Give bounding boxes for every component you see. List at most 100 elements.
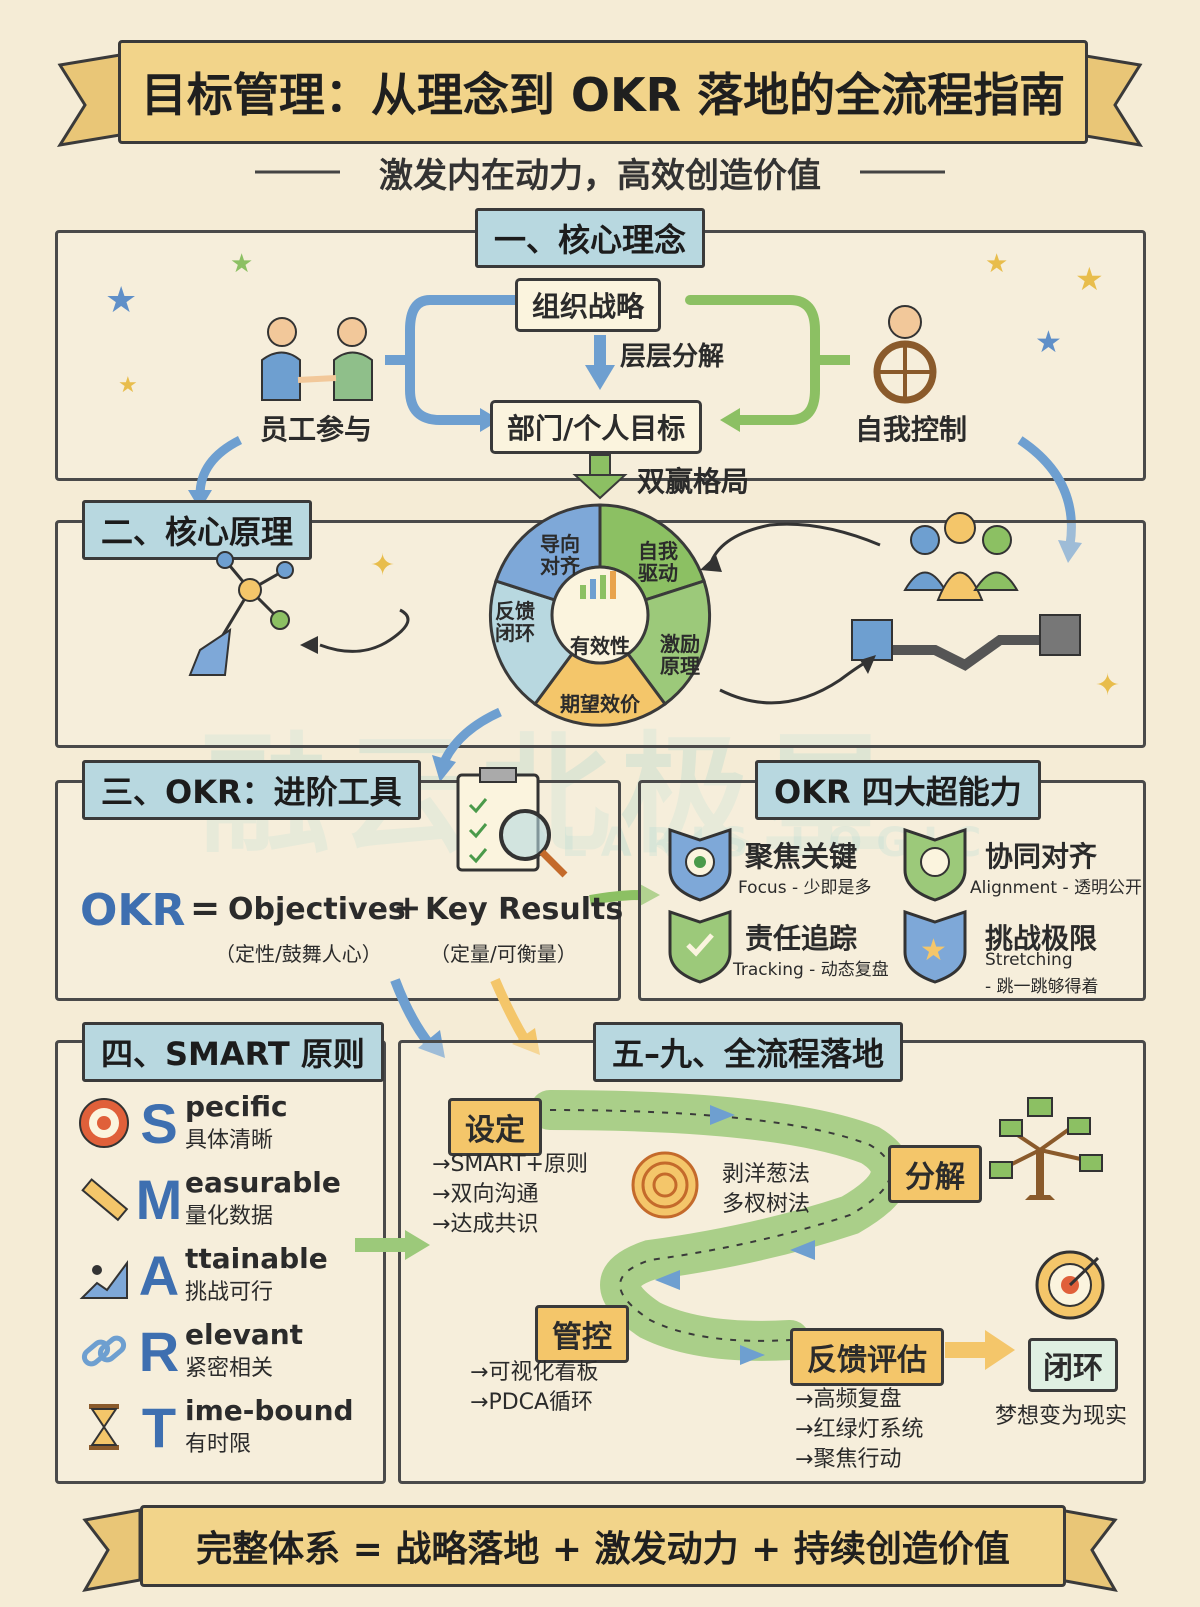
- bullseye-icon: [1035, 1250, 1105, 1320]
- objectives-note: （定性/鼓舞人心）: [215, 942, 382, 966]
- svg-text:★: ★: [1075, 260, 1104, 298]
- smart-letter-a: A: [138, 1243, 180, 1307]
- step-control: 管控: [535, 1305, 629, 1363]
- key-results-note: （定量/可衡量）: [430, 942, 577, 966]
- hourglass-icon: [75, 1398, 133, 1456]
- stretching-star-icon: ★: [903, 909, 967, 984]
- power-stretching-sub: Stretching: [985, 950, 1073, 970]
- power-alignment-title: 协同对齐: [985, 840, 1098, 873]
- smart-letter-t: T: [141, 1395, 177, 1459]
- smart-row-m: M easurable 量化数据: [75, 1161, 375, 1237]
- power-stretching-title: 挑战极限: [985, 922, 1098, 955]
- feedback-item: →高频复盘: [795, 1387, 902, 1412]
- control-item: →PDCA循环: [470, 1390, 594, 1415]
- section-title-process: 五–九、全流程落地: [593, 1022, 904, 1082]
- steering-wheel-icon: [873, 305, 937, 404]
- chain-link-icon: [75, 1322, 133, 1380]
- smart-word-t: ime-bound: [185, 1394, 354, 1428]
- smart-row-r: R elevant 紧密相关: [75, 1313, 375, 1389]
- page-title: 目标管理：从理念到 OKR 落地的全流程指南: [118, 40, 1088, 144]
- smart-letter-s: S: [140, 1091, 178, 1155]
- power-alignment-sub: Alignment - 透明公开: [970, 878, 1143, 898]
- dept-goal-box: 部门/个人目标: [490, 400, 703, 454]
- method-tree: 多杈树法: [722, 1192, 811, 1217]
- step-decompose: 分解: [888, 1145, 982, 1203]
- decompose-label: 层层分解: [620, 342, 725, 372]
- smart-word-m: easurable: [185, 1166, 341, 1200]
- target-icon: [75, 1094, 133, 1152]
- smart-cn-m: 量化数据: [185, 1203, 274, 1229]
- smart-cn-a: 挑战可行: [185, 1279, 274, 1305]
- page-subtitle: 激发内在动力，高效创造价值: [379, 156, 821, 196]
- set-item: →达成共识: [432, 1212, 539, 1237]
- segment-expectancy: 期望效价: [560, 692, 640, 716]
- svg-text:✦: ✦: [370, 548, 395, 583]
- okr-key-results: Key Results: [425, 892, 624, 927]
- smart-list: S pecific 具体清晰 M easurable 量化数据 A ttaina…: [75, 1085, 375, 1465]
- smart-row-t: T ime-bound 有时限: [75, 1389, 375, 1465]
- svg-text:★: ★: [105, 280, 137, 321]
- smart-letter-r: R: [138, 1319, 180, 1383]
- section-title-okr-powers: OKR 四大超能力: [755, 760, 1041, 820]
- tree-diagram-icon: [989, 1097, 1103, 1200]
- smart-word-r: elevant: [185, 1318, 304, 1352]
- power-stretching-sub2: - 跳一跳够得着: [985, 977, 1099, 997]
- segment-feedback-loop: 反馈 闭环: [495, 599, 535, 645]
- decompose-methods: 剥洋葱法 多杈树法: [722, 1160, 810, 1220]
- closed-loop-note: 梦想变为现实: [995, 1404, 1128, 1429]
- set-item: →双向沟通: [432, 1182, 539, 1207]
- alignment-people-icon: [903, 827, 967, 902]
- power-tracking-title: 责任追踪: [745, 922, 858, 955]
- team-handshake-icon: [851, 512, 1081, 671]
- power-focus-title: 聚焦关键: [745, 840, 858, 873]
- win-win-label: 双赢格局: [637, 465, 750, 498]
- footer-summary: 完整体系 = 战略落地 + 激发动力 + 持续创造价值: [140, 1505, 1066, 1587]
- tracking-check-icon: [668, 909, 732, 984]
- svg-text:★: ★: [230, 249, 253, 279]
- okr-acronym: OKR: [80, 885, 186, 936]
- power-focus-sub: Focus - 少即是多: [738, 878, 872, 898]
- control-items: →可视化看板 →PDCA循环: [470, 1358, 598, 1418]
- segment-self-drive: 自我 驱动: [638, 539, 678, 585]
- step-set: 设定: [448, 1098, 542, 1156]
- climber-icon: [75, 1246, 133, 1304]
- svg-text:★: ★: [985, 249, 1008, 279]
- set-item: →SMART+原则: [432, 1152, 588, 1177]
- wheel-center-effectiveness: 有效性: [570, 634, 630, 658]
- employee-participation-label: 员工参与: [260, 413, 373, 446]
- svg-text:★: ★: [920, 933, 947, 968]
- self-control-label: 自我控制: [855, 413, 968, 446]
- feedback-item: →聚焦行动: [795, 1447, 902, 1472]
- feedback-item: →红绿灯系统: [795, 1417, 924, 1442]
- network-icon: [188, 551, 294, 676]
- smart-letter-m: M: [135, 1167, 183, 1231]
- okr-equals: =: [190, 888, 221, 929]
- smart-cn-s: 具体清晰: [185, 1127, 274, 1153]
- step-feedback: 反馈评估: [790, 1328, 944, 1386]
- step-closed-loop: 闭环: [1028, 1338, 1118, 1392]
- smart-cn-r: 紧密相关: [185, 1355, 274, 1381]
- focus-target-icon: [668, 827, 732, 902]
- control-item: →可视化看板: [470, 1360, 599, 1385]
- section-title-smart: 四、SMART 原则: [82, 1022, 384, 1082]
- power-tracking-sub: Tracking - 动态复盘: [733, 960, 889, 980]
- svg-text:★: ★: [1035, 325, 1062, 360]
- smart-cn-t: 有时限: [185, 1431, 252, 1457]
- section-title-okr-tool: 三、OKR：进阶工具: [82, 760, 421, 820]
- onion-icon: [631, 1151, 699, 1219]
- ruler-icon: [75, 1170, 133, 1228]
- method-onion: 剥洋葱法: [722, 1162, 811, 1187]
- segment-incentive: 激励 原理: [660, 632, 700, 678]
- svg-text:✦: ✦: [1095, 668, 1120, 703]
- org-strategy-box: 组织战略: [515, 278, 662, 332]
- segment-guide-align: 导向 对齐: [540, 532, 580, 578]
- set-items: →SMART+原则 →双向沟通 →达成共识: [432, 1150, 588, 1240]
- okr-plus: +: [393, 888, 422, 928]
- section-title-core-concept: 一、核心理念: [475, 208, 706, 268]
- okr-objectives: Objectives: [228, 892, 406, 927]
